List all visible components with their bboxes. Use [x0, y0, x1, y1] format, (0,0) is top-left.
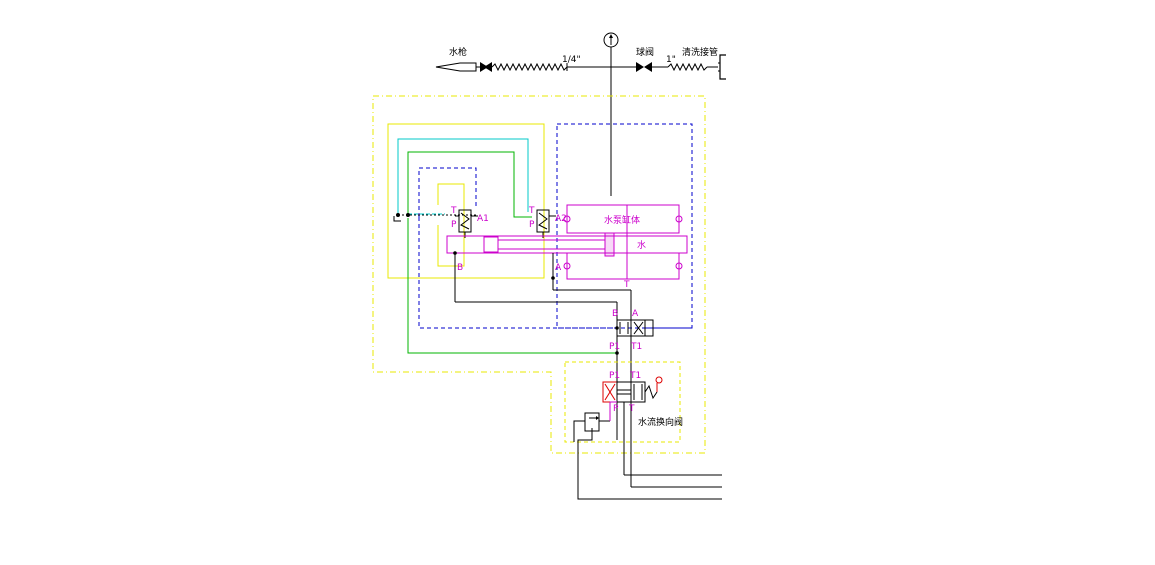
top-water-line: 水枪 1/4" 球阀 1" 清洗接管 [435, 32, 726, 196]
directional-valve: B A P1 T1 [609, 309, 654, 352]
control-box-label: 水流换向阀 [638, 416, 683, 428]
nozzle-icon [435, 62, 477, 72]
dv-port-b-label: B [612, 309, 618, 319]
relief-valve-icon [573, 401, 722, 500]
dv-port-a-label: A [632, 309, 639, 319]
blue-dashed-line [418, 167, 477, 217]
port-a1-label: A1 [477, 214, 489, 224]
cv-port-p-label: P [613, 404, 619, 414]
working-lines [454, 253, 722, 488]
dv-port-t1-label: T1 [630, 342, 642, 352]
port-t-right-label: T [528, 206, 535, 216]
dv-port-p1-label: P1 [609, 342, 620, 352]
tank-icon [393, 216, 401, 222]
cv-port-p1-label: P1 [609, 371, 620, 381]
cv-port-t1-label: T1 [629, 371, 641, 381]
cv-port-t-label: T [628, 404, 635, 414]
outer-yellow-boundary [372, 95, 706, 454]
port-a-cyl-label: A [555, 263, 562, 273]
water-pump-cylinder [446, 204, 688, 280]
green-pilot-line [407, 151, 532, 218]
control-valve-box [564, 361, 681, 443]
port-b-cyl-label: B [457, 263, 463, 273]
port-t-cyl-label: T [623, 280, 630, 290]
pipe-size-1-label: 1/4" [562, 55, 581, 65]
water-label: 水 [637, 239, 646, 251]
hose-2-icon [667, 62, 708, 72]
cyan-pilot-line [397, 138, 529, 215]
port-a2-label: A2 [555, 214, 567, 224]
ball-valve-label: 球阀 [636, 46, 654, 58]
hose-1-icon [491, 62, 568, 72]
port-p-left-label: P [451, 220, 457, 230]
water-reversing-valve: P1 T1 P T [602, 371, 663, 414]
pilot-valve-a2: A2 T P [528, 206, 567, 238]
pilot-valve-a1: A1 T P [450, 206, 489, 238]
hose-label: 清洗接管 [682, 46, 718, 58]
port-p-right-label: P [529, 220, 535, 230]
hose-connector-icon [719, 54, 726, 80]
blue-pump-enclosure [556, 123, 693, 329]
pump-body-label: 水泵缸体 [604, 214, 640, 226]
nozzle-label: 水枪 [449, 46, 467, 58]
yellow-pilot-line [387, 123, 545, 279]
pipe-size-2-label: 1" [666, 55, 676, 65]
ball-valve-icon [636, 62, 644, 72]
port-t-left-label: T [450, 206, 457, 216]
yellow-inner-loop [437, 183, 465, 267]
